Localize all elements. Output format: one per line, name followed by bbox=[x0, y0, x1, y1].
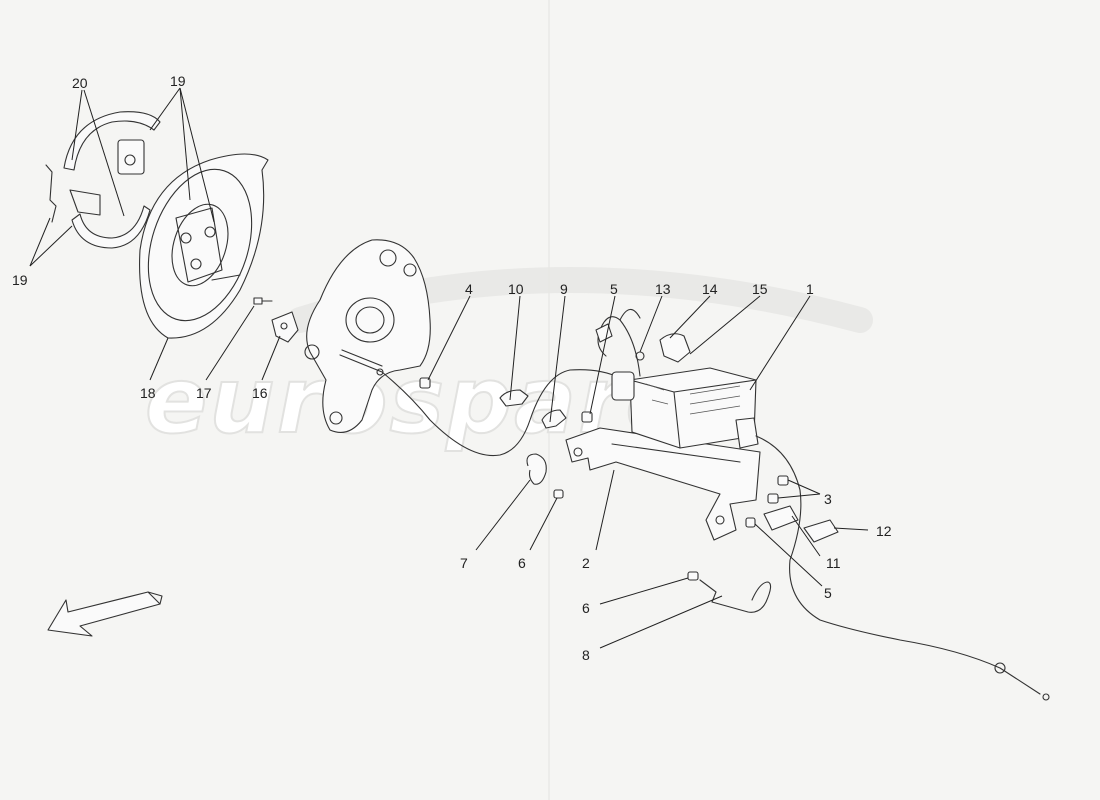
bracket-16[interactable] bbox=[271, 311, 299, 343]
callout-labels: 20 19 19 18 17 16 4 10 9 5 13 14 15 1 3 … bbox=[12, 73, 892, 663]
callout-5-bottom: 5 bbox=[824, 585, 832, 601]
callout-5-top: 5 bbox=[610, 281, 618, 297]
callout-12: 12 bbox=[876, 523, 892, 539]
bolt-6-bottom[interactable] bbox=[687, 571, 699, 581]
right-brake-cable[interactable] bbox=[755, 435, 1050, 701]
callout-13: 13 bbox=[655, 281, 671, 297]
callout-2: 2 bbox=[582, 555, 590, 571]
brake-shoes[interactable] bbox=[45, 111, 161, 249]
callout-10: 10 bbox=[508, 281, 524, 297]
callout-18: 18 bbox=[140, 385, 156, 401]
nut-5-bottom[interactable] bbox=[745, 517, 756, 528]
callout-6-bottom: 6 bbox=[582, 600, 590, 616]
callout-20: 20 bbox=[72, 75, 88, 91]
callout-1: 1 bbox=[806, 281, 814, 297]
bolts-3[interactable] bbox=[767, 475, 789, 504]
wiring-harness[interactable] bbox=[595, 308, 691, 377]
clip-8[interactable] bbox=[699, 579, 772, 613]
bolt-4[interactable] bbox=[419, 377, 431, 389]
steering-knuckle[interactable] bbox=[304, 239, 431, 433]
nut-5-top[interactable] bbox=[581, 411, 593, 423]
clamp-11[interactable] bbox=[763, 505, 799, 531]
bolt-17[interactable] bbox=[253, 297, 273, 305]
left-brake-cable[interactable] bbox=[339, 349, 621, 457]
callout-4: 4 bbox=[465, 281, 473, 297]
callout-16: 16 bbox=[252, 385, 268, 401]
callout-3: 3 bbox=[824, 491, 832, 507]
callout-14: 14 bbox=[702, 281, 718, 297]
clip-7[interactable] bbox=[526, 453, 547, 485]
bolt-6-top[interactable] bbox=[553, 489, 564, 499]
direction-arrow bbox=[47, 591, 163, 637]
leader-lines bbox=[29, 87, 869, 649]
callout-7: 7 bbox=[460, 555, 468, 571]
clip-10[interactable] bbox=[499, 389, 529, 407]
mounting-bracket[interactable] bbox=[565, 427, 761, 541]
callout-9: 9 bbox=[560, 281, 568, 297]
callout-19-top: 19 bbox=[170, 73, 186, 89]
clip-9[interactable] bbox=[541, 409, 567, 429]
callout-15: 15 bbox=[752, 281, 768, 297]
callout-17: 17 bbox=[196, 385, 212, 401]
callout-19-left: 19 bbox=[12, 272, 28, 288]
backing-plate[interactable] bbox=[130, 153, 270, 339]
callout-6-top: 6 bbox=[518, 555, 526, 571]
plate-12[interactable] bbox=[803, 519, 839, 543]
parking-brake-actuator[interactable] bbox=[611, 367, 759, 449]
callout-11: 11 bbox=[826, 555, 841, 571]
callout-8: 8 bbox=[582, 647, 590, 663]
